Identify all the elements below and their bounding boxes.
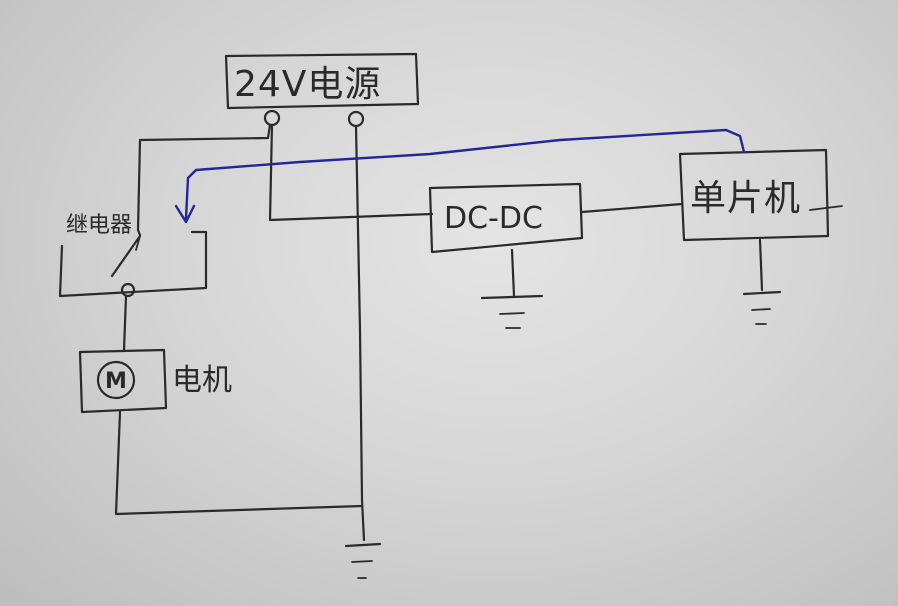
motor-block: M 电机 — [78, 348, 232, 414]
power-supply-block: 24V电源 — [224, 52, 420, 128]
mcu-ground-wire — [758, 238, 764, 292]
relay-block: 继电器 — [58, 213, 208, 298]
mcu-ground-line-2 — [751, 308, 771, 311]
dcdc-label: DC-DC — [444, 201, 543, 236]
dcdc-block: DC-DC — [428, 182, 584, 329]
motor-box — [78, 348, 168, 414]
control-wire-mcu-to-relay — [184, 128, 746, 220]
wire-positive-to-dcdc — [268, 123, 434, 222]
power-supply-positive-terminal — [263, 109, 281, 127]
control-wire-arrowhead — [174, 204, 196, 224]
wire-motor-return — [114, 410, 364, 516]
dcdc-ground-wire — [510, 248, 516, 298]
relay-output-terminal — [120, 282, 136, 298]
relay-box — [58, 230, 208, 298]
wire-positive-to-relay — [136, 123, 272, 237]
mcu-pin-stub — [809, 205, 843, 211]
dcdc-box — [428, 182, 584, 254]
relay-contact-arm — [110, 234, 142, 278]
mcu-ground-line-1 — [742, 290, 782, 296]
power-supply-label: 24V电源 — [234, 64, 381, 105]
relay-contact-hook — [135, 235, 141, 251]
dcdc-ground-line-1 — [480, 294, 544, 300]
power-supply-negative-terminal — [347, 110, 365, 128]
mcu-block: 单片机 — [678, 148, 843, 325]
power-supply-box — [224, 52, 420, 110]
dcdc-ground-line-2 — [499, 312, 525, 315]
motor-label: 电机 — [172, 363, 232, 398]
wire-dcdc-to-mcu — [580, 202, 684, 214]
relay-label: 继电器 — [66, 213, 132, 238]
wire-negative-to-ground — [354, 124, 366, 542]
main-ground-symbol — [344, 542, 382, 579]
mcu-label: 单片机 — [690, 178, 801, 219]
motor-symbol-letter: M — [105, 369, 127, 394]
motor-symbol-circle — [96, 360, 136, 400]
wire-relay-to-motor — [122, 294, 128, 352]
mcu-box — [678, 148, 830, 242]
